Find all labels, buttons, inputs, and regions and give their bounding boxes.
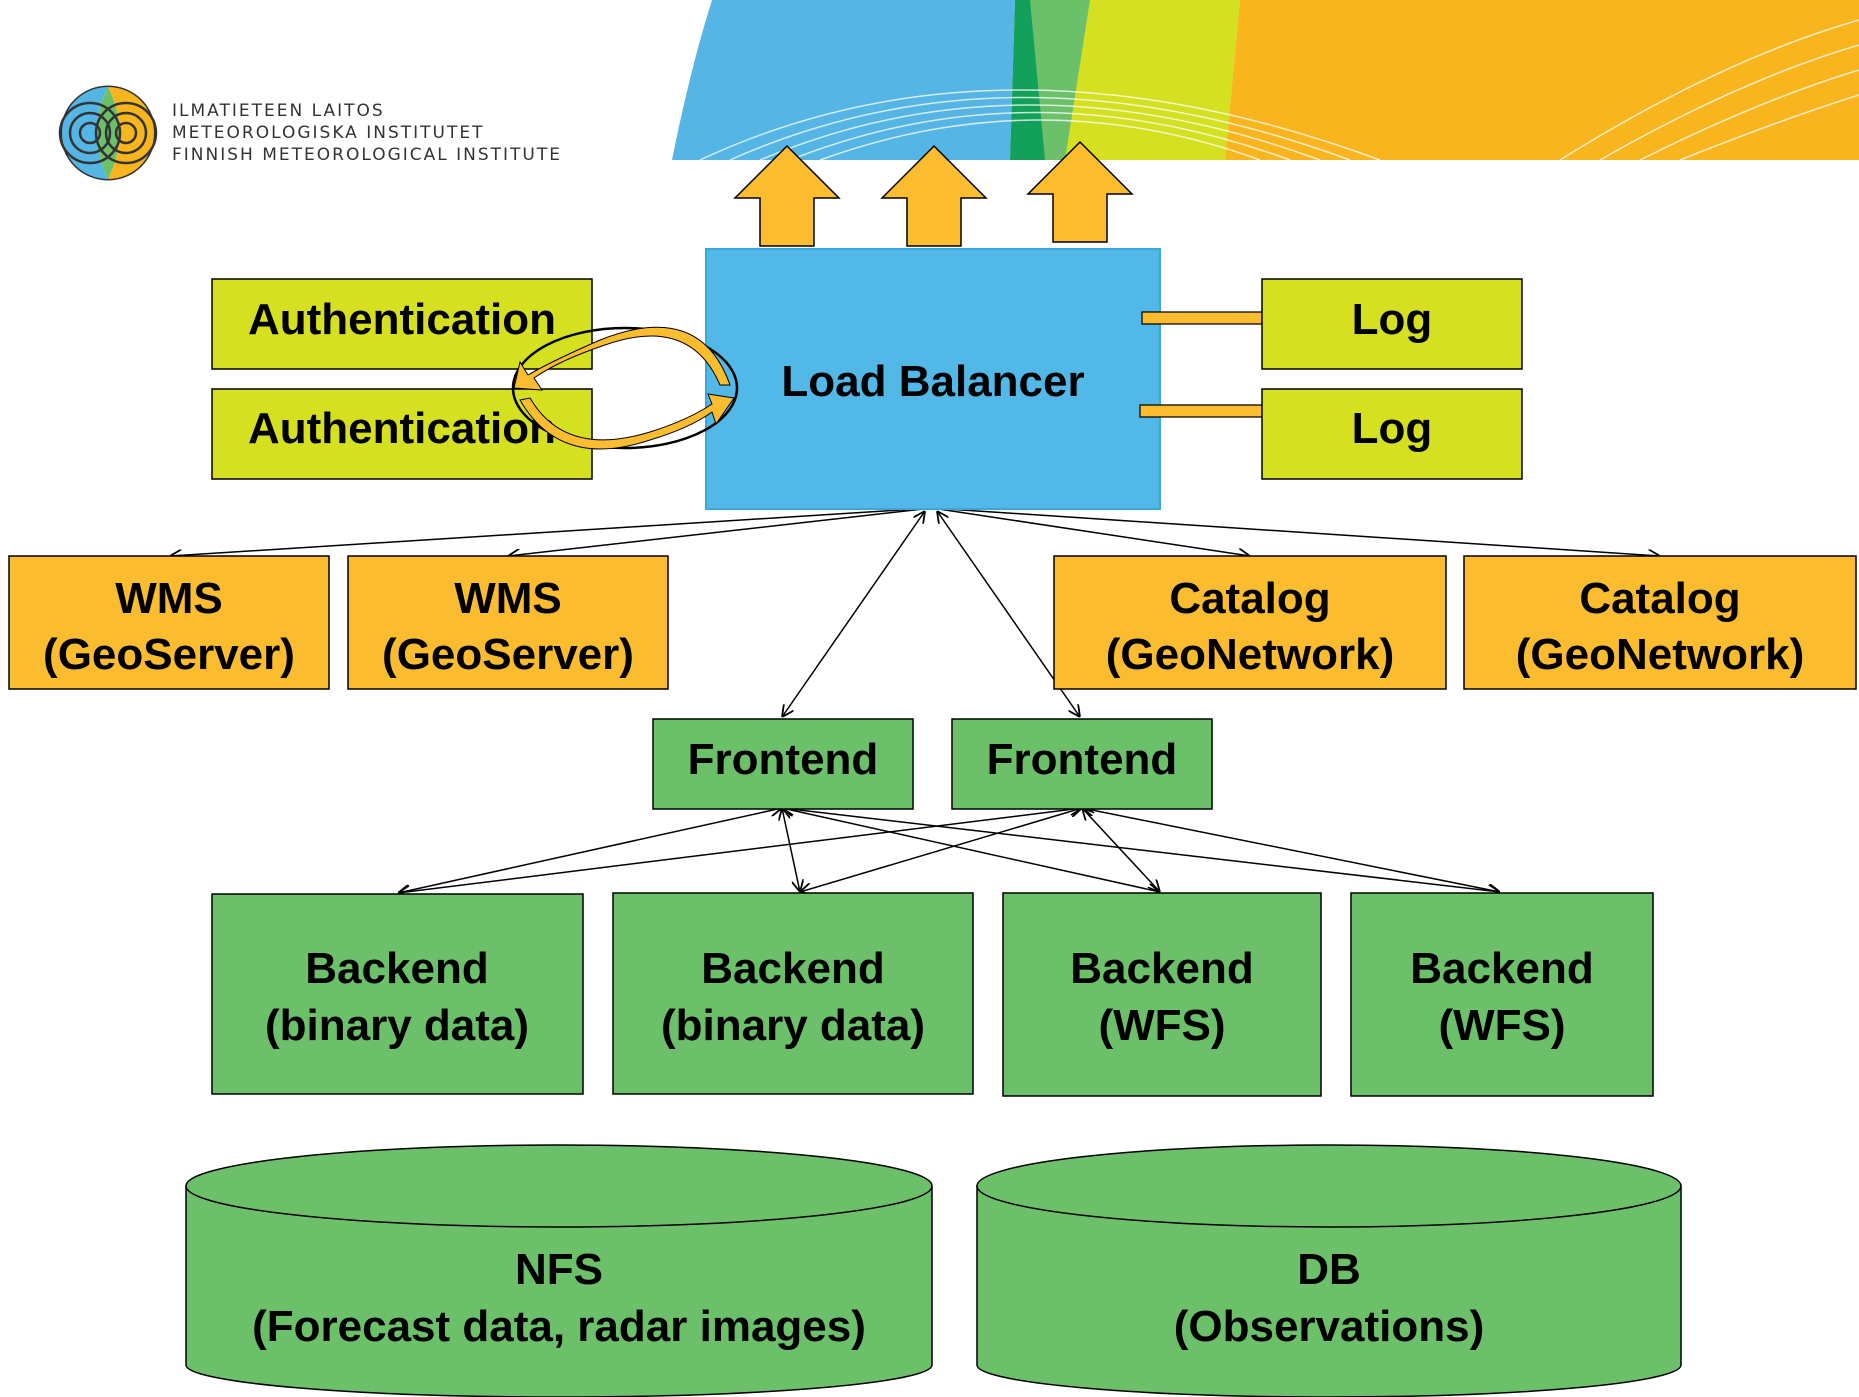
catalog-box-2: Catalog (GeoNetwork) (1463, 555, 1857, 690)
wms-box-2: WMS (GeoServer) (347, 555, 669, 690)
banner-orange-band (1225, 0, 1859, 160)
catalog-title-2: Catalog (1579, 574, 1740, 623)
org-name-finnish: ILMATIETEEN LAITOS (172, 101, 385, 121)
backend-box-3: Backend (WFS) (1002, 892, 1322, 1097)
connectors (170, 507, 1660, 893)
wms-box-1: WMS (GeoServer) (8, 555, 330, 690)
edge-frontend1-backend1 (398, 808, 782, 893)
backend-box-4: Backend (WFS) (1350, 892, 1654, 1097)
logo-emblem (58, 85, 158, 181)
output-arrows (733, 140, 1134, 247)
edge-lb-wms1 (170, 507, 933, 556)
org-name-swedish: METEOROLOGISKA INSTITUTET (172, 123, 484, 143)
backend-subtitle-3: (WFS) (1098, 1001, 1225, 1050)
edge-lb-wms2 (508, 507, 933, 556)
auth-loop-arrow-bottom (519, 393, 735, 450)
org-name-english: FINNISH METEOROLOGICAL INSTITUTE (172, 145, 562, 165)
edge-lb-catalog1 (931, 507, 1250, 556)
wms-subtitle-1: (GeoServer) (43, 630, 295, 679)
auth-loop-arrow-top (513, 326, 731, 391)
edge-frontend2-backend4 (1082, 808, 1500, 892)
banner-arcs (699, 19, 1859, 161)
frontend-box-1: Frontend (652, 718, 914, 810)
load-balancer-label: Load Balancer (781, 357, 1084, 406)
nfs-title: NFS (515, 1245, 603, 1294)
edge-frontend1-backend2 (782, 808, 800, 892)
backend-title-4: Backend (1410, 944, 1593, 993)
banner-yellow-band (1065, 0, 1240, 160)
auth-loop-ring (511, 326, 739, 450)
backend-subtitle-4: (WFS) (1438, 1001, 1565, 1050)
backend-subtitle-2: (binary data) (661, 1001, 925, 1050)
log-box-2: Log (1261, 388, 1523, 480)
catalog-subtitle-2: (GeoNetwork) (1516, 630, 1804, 679)
edge-frontend1-backend3 (782, 808, 1160, 892)
backend-title-1: Backend (305, 944, 488, 993)
edge-lb-frontend1 (782, 511, 925, 717)
fmi-logo: ILMATIETEEN LAITOS METEOROLOGISKA INSTIT… (58, 85, 562, 181)
db-subtitle: (Observations) (1174, 1302, 1485, 1351)
catalog-box-1: Catalog (GeoNetwork) (1053, 555, 1447, 690)
edge-frontend2-backend2 (800, 808, 1082, 892)
banner-blue-band (672, 0, 1015, 160)
up-arrow-3 (1026, 140, 1134, 243)
header-banner (672, 0, 1859, 161)
backend-box-2: Backend (binary data) (612, 892, 974, 1095)
backend-title-3: Backend (1070, 944, 1253, 993)
frontend-label-2: Frontend (987, 735, 1178, 784)
wms-subtitle-2: (GeoServer) (382, 630, 634, 679)
auth-box-1: Authentication (211, 278, 593, 370)
backend-box-1: Backend (binary data) (211, 893, 584, 1095)
edge-lb-catalog2 (931, 507, 1660, 556)
backend-subtitle-1: (binary data) (265, 1001, 529, 1050)
nfs-subtitle: (Forecast data, radar images) (252, 1302, 866, 1351)
auth-label-2: Authentication (248, 404, 556, 453)
backend-title-2: Backend (701, 944, 884, 993)
auth-loop (511, 326, 739, 450)
wms-title-2: WMS (454, 574, 562, 623)
frontend-label-1: Frontend (688, 735, 879, 784)
up-arrow-1 (733, 144, 841, 247)
nfs-storage-cylinder: NFS (Forecast data, radar images) (185, 1144, 933, 1397)
db-title: DB (1297, 1245, 1361, 1294)
db-storage-cylinder: DB (Observations) (976, 1144, 1682, 1397)
edge-frontend2-backend1 (398, 808, 1082, 893)
catalog-title-1: Catalog (1169, 574, 1330, 623)
load-balancer-box: Load Balancer (705, 248, 1161, 510)
auth-label-1: Authentication (248, 295, 556, 344)
up-arrow-2 (880, 144, 988, 247)
log-box-1: Log (1261, 278, 1523, 370)
auth-box-2: Authentication (211, 388, 593, 480)
catalog-subtitle-1: (GeoNetwork) (1106, 630, 1394, 679)
wms-title-1: WMS (115, 574, 223, 623)
log-label-1: Log (1352, 295, 1433, 344)
log-label-2: Log (1352, 404, 1433, 453)
frontend-box-2: Frontend (951, 718, 1213, 810)
